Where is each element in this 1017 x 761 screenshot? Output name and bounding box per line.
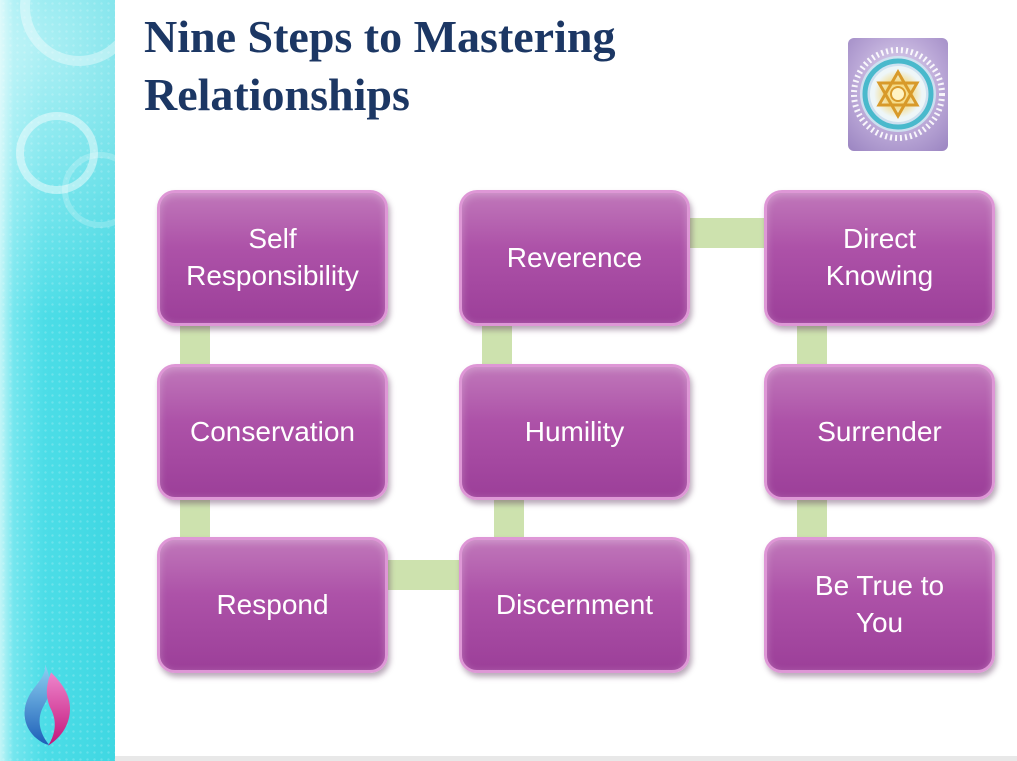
step-box-reverence: Reverence xyxy=(459,190,690,326)
mandala-ornament-image xyxy=(848,38,948,151)
slide-title: Nine Steps to Mastering Relationships xyxy=(144,8,784,123)
step-box-self-responsibility: Self Responsibility xyxy=(157,190,388,326)
step-box-discernment: Discernment xyxy=(459,537,690,673)
step-label: Self Responsibility xyxy=(186,223,359,291)
step-label: Surrender xyxy=(817,415,942,447)
step-box-be-true-to-you: Be True to You xyxy=(764,537,995,673)
step-box-surrender: Surrender xyxy=(764,364,995,500)
step-label: Respond xyxy=(216,588,329,620)
step-label: Discernment xyxy=(495,588,654,620)
flame-logo-icon xyxy=(24,664,71,746)
step-label: Humility xyxy=(524,415,625,447)
sidebar-decoration xyxy=(0,0,115,761)
slide-title-line1: Nine Steps to Mastering xyxy=(144,11,616,62)
step-box-conservation: Conservation xyxy=(157,364,388,500)
connector-respond-to-discernment xyxy=(382,560,465,590)
step-box-humility: Humility xyxy=(459,364,690,500)
slide-bottom-edge xyxy=(115,756,1017,761)
decorative-ring-icon xyxy=(20,0,115,66)
step-label: Conservation xyxy=(190,415,355,447)
slide-title-line2: Relationships xyxy=(144,68,410,120)
step-box-direct-knowing: Direct Knowing xyxy=(764,190,995,326)
decorative-ring-icon xyxy=(62,152,115,228)
step-label: Reverence xyxy=(506,241,643,273)
step-label: Direct Knowing xyxy=(825,223,934,291)
step-box-respond: Respond xyxy=(157,537,388,673)
step-label: Be True to You xyxy=(814,570,945,638)
connector-reverence-to-direct-knowing xyxy=(684,218,770,248)
